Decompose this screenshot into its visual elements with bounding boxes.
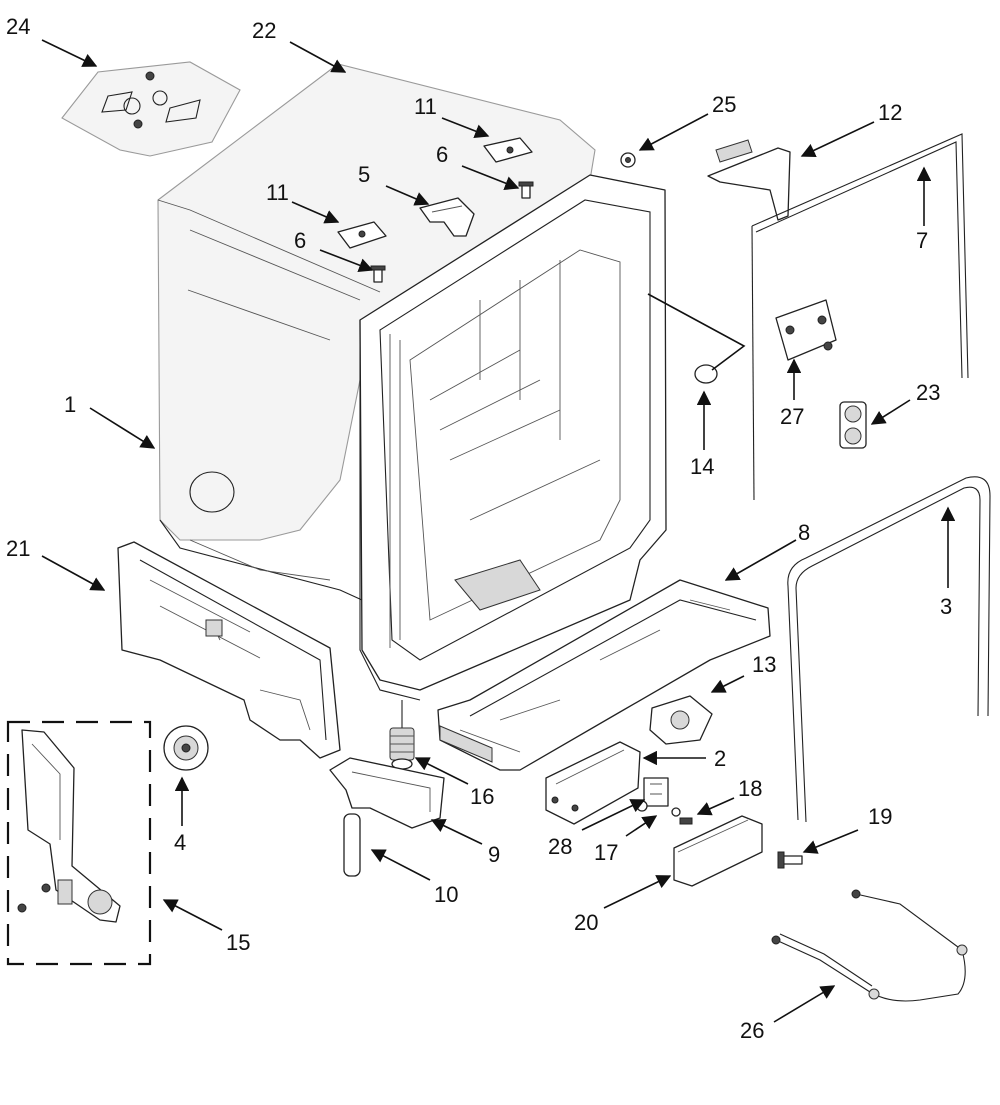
hardware-bag[interactable] [61, 61, 241, 157]
arrow-15 [162, 899, 223, 931]
arrow-20 [603, 875, 672, 909]
callout-6a: 6 [436, 142, 448, 167]
arrow-6b [319, 249, 374, 273]
callout-20: 20 [574, 910, 598, 935]
toe-kick-assembly[interactable] [17, 729, 121, 923]
leader-line-14-connector [647, 293, 746, 371]
arrow-6a [461, 165, 520, 190]
arrow-13 [710, 675, 745, 693]
arrow-17 [625, 815, 658, 837]
mounting-bracket-top-right[interactable] [483, 137, 533, 163]
callout-19: 19 [868, 804, 892, 829]
arrow-24 [41, 39, 98, 67]
callout-16: 16 [470, 784, 494, 809]
callout-17: 17 [594, 840, 618, 865]
hinge-assembly[interactable] [775, 299, 837, 361]
callout-22: 22 [252, 18, 276, 43]
arrow-25 [638, 113, 709, 151]
callout-23: 23 [916, 380, 940, 405]
callout-9: 9 [488, 842, 500, 867]
cover-part-20[interactable] [673, 815, 763, 887]
clip-part-25[interactable] [620, 152, 636, 168]
float-switch[interactable] [649, 695, 713, 745]
door-gasket[interactable] [751, 133, 969, 501]
callout-13: 13 [752, 652, 776, 677]
arrow-22 [289, 41, 347, 73]
arrow-21 [41, 555, 106, 591]
callout-11a: 11 [414, 94, 437, 119]
wire-harness[interactable] [771, 889, 968, 1002]
callout-3: 3 [940, 594, 952, 619]
leveling-leg[interactable] [389, 700, 415, 770]
callout-11b: 11 [266, 180, 289, 205]
arrow-19 [802, 829, 859, 854]
callout-25: 25 [712, 92, 736, 117]
tub-gasket[interactable] [787, 476, 991, 823]
callout-24: 24 [6, 14, 30, 39]
assembly-group-15-box [6, 720, 152, 966]
callout-26: 26 [740, 1018, 764, 1043]
arrow-23 [870, 399, 911, 425]
front-frame-left[interactable] [117, 541, 341, 759]
mounting-bracket-top-left[interactable] [337, 221, 387, 249]
leader-arrows [41, 39, 956, 1023]
callout-1: 1 [64, 392, 76, 417]
bracket-part-5[interactable] [419, 197, 475, 237]
callout-2: 2 [714, 746, 726, 771]
bracket-part-2[interactable] [545, 741, 641, 825]
callout-7: 7 [916, 228, 928, 253]
bracket-part-9[interactable] [329, 757, 445, 829]
arrow-12 [800, 121, 875, 157]
callout-5: 5 [358, 162, 370, 187]
switch-part-28[interactable] [643, 777, 669, 807]
tub-base [159, 519, 363, 601]
arrow-5 [385, 185, 430, 206]
screw-part-19[interactable] [777, 851, 803, 869]
tube-part-10[interactable] [343, 813, 361, 877]
arrow-26 [773, 985, 836, 1023]
screw-part-18[interactable] [671, 807, 693, 825]
arrow-18 [696, 797, 735, 816]
base-pan[interactable] [437, 579, 771, 771]
callout-18: 18 [738, 776, 762, 801]
arrow-11a [441, 117, 490, 138]
arrow-8 [724, 539, 797, 581]
arrow-11b [291, 201, 340, 224]
callout-10: 10 [434, 882, 458, 907]
callout-labels: 24 22 11 25 12 6 5 11 6 7 1 27 23 14 21 … [6, 14, 952, 1043]
callout-8: 8 [798, 520, 810, 545]
arrow-10 [370, 849, 431, 881]
tub-frame[interactable] [359, 174, 667, 701]
callout-15: 15 [226, 930, 250, 955]
callout-12: 12 [878, 100, 902, 125]
plug-part-14[interactable] [694, 364, 718, 384]
arrow-16 [414, 757, 469, 785]
pump-wheel[interactable] [163, 725, 209, 771]
arrow-9 [430, 819, 483, 845]
vent-cover[interactable] [707, 139, 791, 221]
callout-4: 4 [174, 830, 186, 855]
arrow-28 [581, 799, 646, 831]
callout-14: 14 [690, 454, 714, 479]
roller-part-23[interactable] [839, 401, 867, 449]
arrow-1 [89, 407, 156, 449]
callout-27: 27 [780, 404, 804, 429]
callout-21: 21 [6, 536, 30, 561]
callout-6b: 6 [294, 228, 306, 253]
callout-28: 28 [548, 834, 572, 859]
